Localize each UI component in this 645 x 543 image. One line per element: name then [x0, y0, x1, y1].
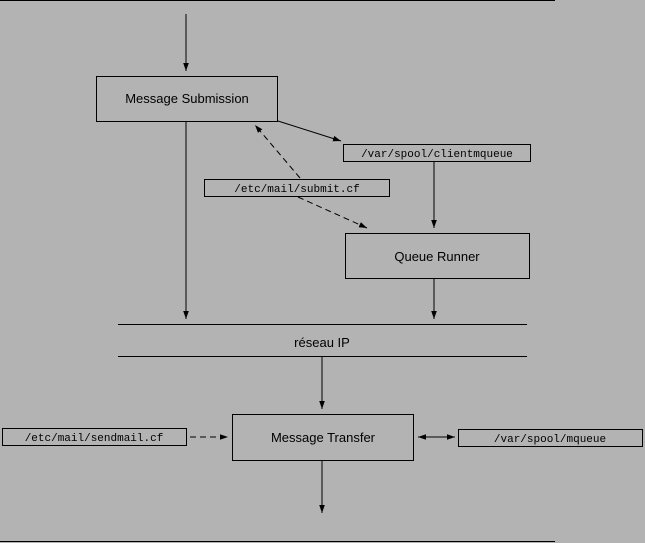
message-transfer-label: Message Transfer	[271, 430, 376, 445]
clientmqueue-label: /var/spool/clientmqueue	[361, 149, 513, 161]
mqueue-label: /var/spool/mqueue	[494, 434, 606, 446]
queue-runner-node: Queue Runner	[345, 233, 530, 279]
submit-cf-file: /etc/mail/submit.cf	[204, 179, 390, 197]
network-label: réseau IP	[294, 335, 350, 350]
message-submission-label: Message Submission	[125, 91, 249, 106]
submit-cf-to-queue-runner-dashed-arrow	[297, 196, 368, 229]
message-submission-node: Message Submission	[96, 76, 278, 122]
mqueue-file: /var/spool/mqueue	[458, 429, 643, 447]
submit-cf-to-submission-dashed-arrow	[254, 124, 301, 179]
queue-runner-label: Queue Runner	[394, 249, 480, 264]
message-transfer-node: Message Transfer	[232, 414, 414, 461]
clientmqueue-file: /var/spool/clientmqueue	[343, 144, 531, 162]
sendmail-cf-label: /etc/mail/sendmail.cf	[25, 433, 164, 445]
sendmail-cf-file: /etc/mail/sendmail.cf	[2, 428, 187, 446]
submit-cf-label: /etc/mail/submit.cf	[234, 184, 359, 196]
submission-to-clientmqueue-arrow	[277, 120, 342, 142]
